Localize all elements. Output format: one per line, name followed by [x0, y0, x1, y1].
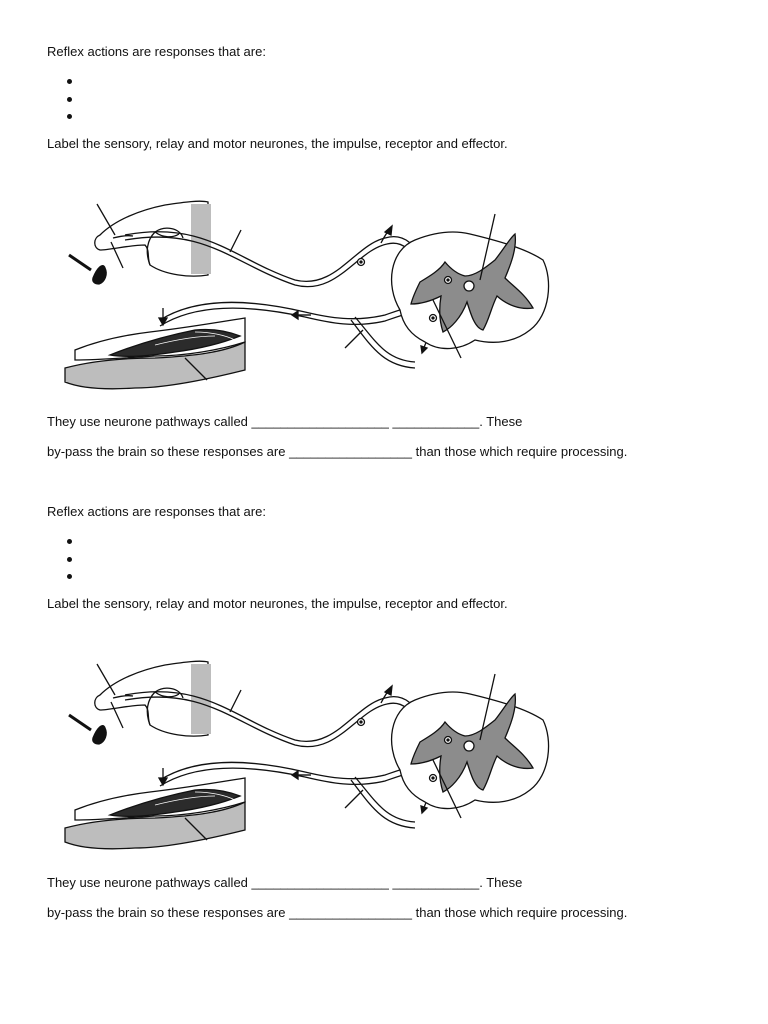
- pathway-sentence: They use neurone pathways called _______…: [47, 414, 522, 430]
- bullet-point: [67, 79, 72, 84]
- intro-text: Reflex actions are responses that are:: [47, 44, 266, 60]
- instruction-text: Label the sensory, relay and motor neuro…: [47, 136, 508, 152]
- instruction-text: Label the sensory, relay and motor neuro…: [47, 596, 508, 612]
- bullet-point: [67, 97, 72, 102]
- bypass-sentence: by-pass the brain so these responses are…: [47, 905, 627, 921]
- bullet-point: [67, 114, 72, 119]
- bypass-sentence: by-pass the brain so these responses are…: [47, 444, 627, 460]
- bullet-point: [67, 539, 72, 544]
- bullet-point: [67, 557, 72, 562]
- reflex-arc-diagram: [55, 650, 555, 860]
- intro-text: Reflex actions are responses that are:: [47, 504, 266, 520]
- bullet-point: [67, 574, 72, 579]
- reflex-arc-diagram: [55, 190, 555, 400]
- pathway-sentence: They use neurone pathways called _______…: [47, 875, 522, 891]
